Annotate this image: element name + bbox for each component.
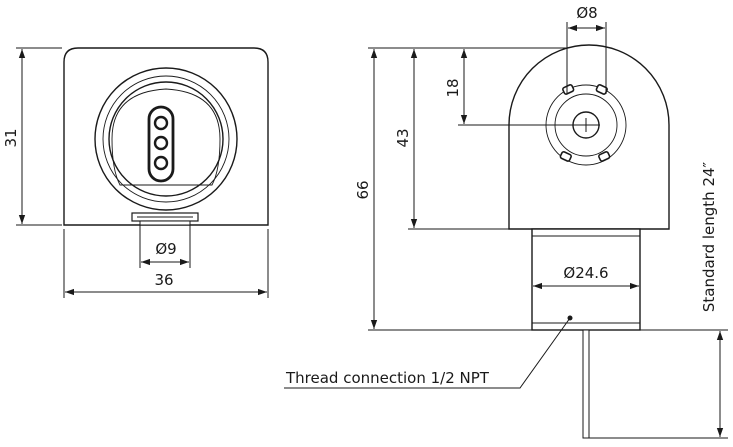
cable <box>582 329 590 439</box>
center-height-dimension: 18 <box>444 47 600 126</box>
total-height-label: 66 <box>354 180 372 199</box>
bottom-clip-tab <box>139 220 191 226</box>
front-width-dimension: 36 <box>63 229 269 298</box>
center-height-label: 18 <box>444 78 462 97</box>
pin-3 <box>153 155 169 171</box>
connector-dia-dimension: Ø9 <box>139 225 191 268</box>
tab-bottom-right <box>598 151 611 162</box>
lower-body <box>531 228 641 331</box>
front-width-label: 36 <box>154 271 173 289</box>
front-height-label: 31 <box>2 128 20 147</box>
body-dia-label: Ø24.6 <box>563 264 608 282</box>
front-height-dimension: 31 <box>2 47 62 226</box>
thread-label: Thread connection 1/2 NPT <box>285 369 490 387</box>
standard-length-label: Standard length 24″ <box>700 161 718 312</box>
pin-1 <box>153 115 169 131</box>
pin-2 <box>153 135 169 151</box>
pin-dia-label: Ø8 <box>576 4 597 22</box>
pin-dia-dimension: Ø8 <box>566 4 607 94</box>
mid-height-dimension: 43 <box>394 49 532 230</box>
side-view <box>508 44 670 439</box>
mid-height-label: 43 <box>394 128 412 147</box>
body-dia-dimension: Ø24.6 <box>533 264 639 290</box>
front-view <box>63 47 269 226</box>
standard-length-dimension: Standard length 24″ <box>589 161 728 439</box>
thread-callout: Thread connection 1/2 NPT <box>284 317 571 389</box>
connector-inner-face <box>111 88 221 186</box>
tab-bottom-left <box>559 151 572 162</box>
connector-dia-label: Ø9 <box>155 240 176 258</box>
connector-ring-2 <box>102 75 230 203</box>
total-height-dimension: 66 <box>354 47 532 331</box>
